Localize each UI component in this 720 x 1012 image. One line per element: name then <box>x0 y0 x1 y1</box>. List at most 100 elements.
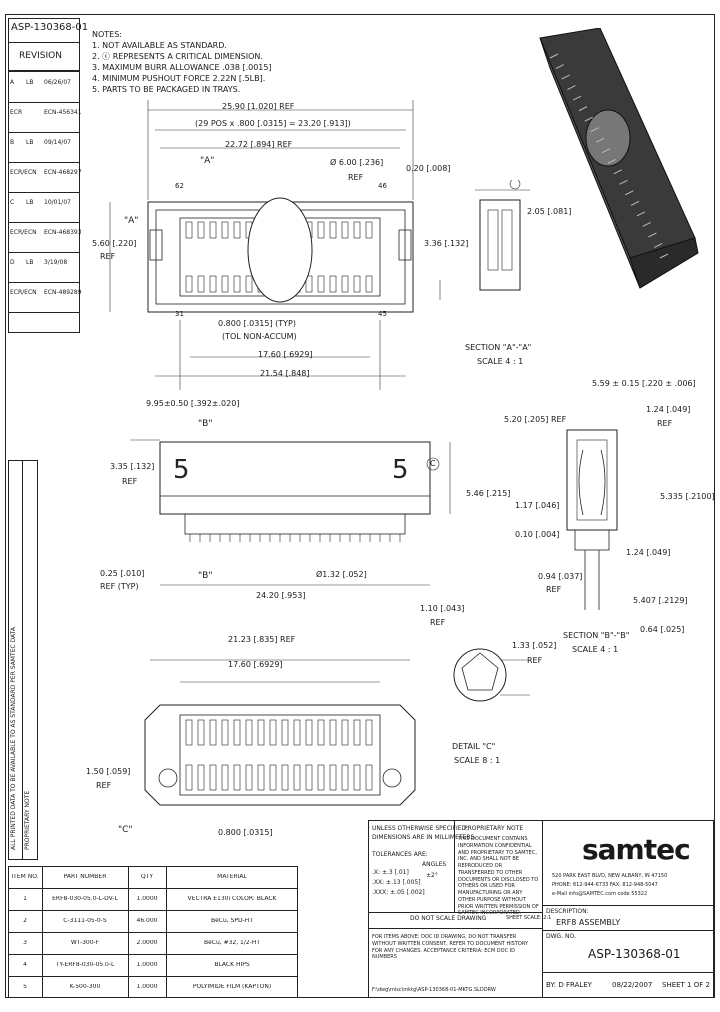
divider <box>22 460 23 860</box>
bom-cell: 1 <box>23 896 27 902</box>
dim-left: 5.60 [.220] <box>92 239 137 248</box>
revision-cell: LB <box>26 139 34 146</box>
bom-cell: 46.000 <box>136 918 158 924</box>
detail-c-drawing <box>453 648 530 702</box>
revision-cell: 3/19/08 <box>44 259 68 266</box>
revision-divider <box>8 252 80 253</box>
dim-110: 1.10 [.043] <box>420 604 465 613</box>
pos-62: 62 <box>175 182 184 190</box>
divider <box>542 930 714 931</box>
bom-cell: 1.0000 <box>136 962 158 968</box>
samtec-logo: samtec <box>582 833 691 866</box>
tb-address: 520 PARK EAST BLVD, NEW ALBANY, IN 47150 <box>552 873 668 879</box>
revision-cell: LB <box>26 79 34 86</box>
bom-cell: VECTRA E130i COLOR: BLACK <box>187 896 277 902</box>
bom-cell: 5 <box>23 984 27 990</box>
dim-9958: 9.95±0.50 [.392±.020] <box>146 399 240 408</box>
bom-cell: K-500-300 <box>69 984 101 990</box>
revision-divider <box>8 132 80 133</box>
dim-020: 0.20 [.008] <box>406 164 451 173</box>
tb-filepath: F:\dwg\misc\mktg\ASP-130368-01-MKTG.SLDD… <box>372 987 496 993</box>
tb-drawing-note: FOR ITEMS ABOVE: DOC ID DRAWING, DO NOT … <box>372 934 529 961</box>
bom-cell: 2 <box>23 918 27 924</box>
note-item: 4. MINIMUM PUSHOUT FORCE 2.22N [.5LB]. <box>92 74 266 83</box>
note-item: 3. MAXIMUM BURR ALLOWANCE .038 [.0015] <box>92 63 272 72</box>
bom-divider <box>8 932 298 933</box>
bom-col-divider <box>128 866 129 998</box>
tb-tol3: .XXX: ±.05 [.002] <box>372 889 425 896</box>
dim-025-ref: REF (TYP) <box>100 582 139 591</box>
vertical-note-2: PROPRIETARY NOTE <box>24 790 31 850</box>
section-b-label: "B" <box>198 419 213 429</box>
dim-pitch-typ: 0.800 [.0315] (TYP) <box>218 319 296 328</box>
vertical-note: ALL PRINTED DATA TO BE AVAILABLE TO AS S… <box>10 627 17 850</box>
dim-vac: Ø 6.00 [.236] <box>330 158 384 167</box>
section-a-label: "A" <box>200 156 215 166</box>
tb-unless: UNLESS OTHERWISE SPECIFIED, <box>372 825 469 832</box>
tb-ang-tol: ±2° <box>426 872 438 879</box>
svg-text:5: 5 <box>392 455 409 485</box>
dim-094: 0.94 [.037] <box>538 572 583 581</box>
dim-2272: 22.72 [.894] REF <box>225 140 293 149</box>
revision-cell: ECR/ECN <box>10 289 37 296</box>
dim-124: 1.24 [.049] <box>646 405 691 414</box>
revision-cell: ECR/ECN <box>10 229 37 236</box>
bom-cell: 3 <box>23 940 27 946</box>
bom-col-divider <box>166 866 167 998</box>
bom-divider <box>8 888 298 889</box>
tb-email: e-Mail info@SAMTEC.com code 55322 <box>552 891 648 897</box>
tb-tol2: .XX: ±.13 [.005] <box>372 879 421 886</box>
header-doc-box <box>8 18 80 71</box>
bom-divider <box>8 910 298 911</box>
tb-angles: ANGLES <box>422 861 447 868</box>
revision-cell: ECN-456341 <box>44 109 82 116</box>
revision-divider <box>8 312 80 313</box>
dim-1760-b: 17.60 [.6929] <box>228 660 283 669</box>
dim-tol: (TOL NON-ACCUM) <box>222 332 297 341</box>
tb-sheet: SHEET 1 OF 2 <box>662 981 710 989</box>
dim-335-ref: REF <box>122 477 138 486</box>
dim-110-ref: REF <box>430 618 446 627</box>
revision-cell: ECR/ECN <box>10 169 37 176</box>
dim-150-ref: REF <box>96 781 112 790</box>
revision-cell: 10/01/07 <box>44 199 71 206</box>
revision-cell: ECN-468297 <box>44 169 82 176</box>
revision-cell: 06/26/07 <box>44 79 71 86</box>
section-a-left: "A" <box>124 216 139 226</box>
section-aa-drawing <box>475 180 530 291</box>
revision-cell: A <box>10 79 15 86</box>
notes-title: NOTES: <box>92 30 122 39</box>
bom-cell: BLACK HIPS <box>214 962 250 968</box>
section-bb-title: SECTION "B"-"B" <box>563 631 630 640</box>
dim-2420: 24.20 [.953] <box>256 591 306 600</box>
divider <box>8 42 80 43</box>
dim-left-ref: REF <box>100 252 116 261</box>
revision-divider <box>8 192 80 193</box>
pos-46: 46 <box>378 182 387 190</box>
section-aa-title: SECTION "A"-"A" <box>465 343 532 352</box>
dim-overall: 25.90 [1.020] REF <box>222 102 295 111</box>
detail-c-title: DETAIL "C" <box>452 742 496 751</box>
tb-proprietary-title: PROPRIETARY NOTE <box>464 825 524 832</box>
revision-cell: C <box>10 199 15 206</box>
tb-tolerances: TOLERANCES ARE: <box>372 851 428 858</box>
dim-132: Ø1.32 [.052] <box>316 570 367 579</box>
tb-proprietary-body: THIS DOCUMENT CONTAINS INFORMATION CONFI… <box>458 836 539 917</box>
bom-col-divider <box>42 866 43 998</box>
revision-cell: ECN-468393 <box>44 229 82 236</box>
dim-559: 5.59 ± 0.15 [.220 ± .006] <box>592 379 696 388</box>
dim-010: 0.10 [.004] <box>515 530 560 539</box>
dim-124b: 1.24 [.049] <box>626 548 671 557</box>
section-aa-scale: SCALE 4 : 1 <box>477 357 524 366</box>
revision-table <box>8 71 80 333</box>
dim-150: 1.50 [.059] <box>86 767 131 776</box>
bom-cell: 1.0000 <box>136 896 158 902</box>
bom-header: MATERIAL <box>217 874 247 880</box>
bom-cell: 1.0000 <box>136 984 158 990</box>
revision-cell: ECN-489289 <box>44 289 82 296</box>
divider <box>542 905 714 906</box>
tb-desc-label: DESCRIPTION: <box>546 908 589 915</box>
dim-2154: 21.54 [.848] <box>260 369 310 378</box>
dim-335: 3.35 [.132] <box>110 462 155 471</box>
dim-117: 1.17 [.046] <box>515 501 560 510</box>
